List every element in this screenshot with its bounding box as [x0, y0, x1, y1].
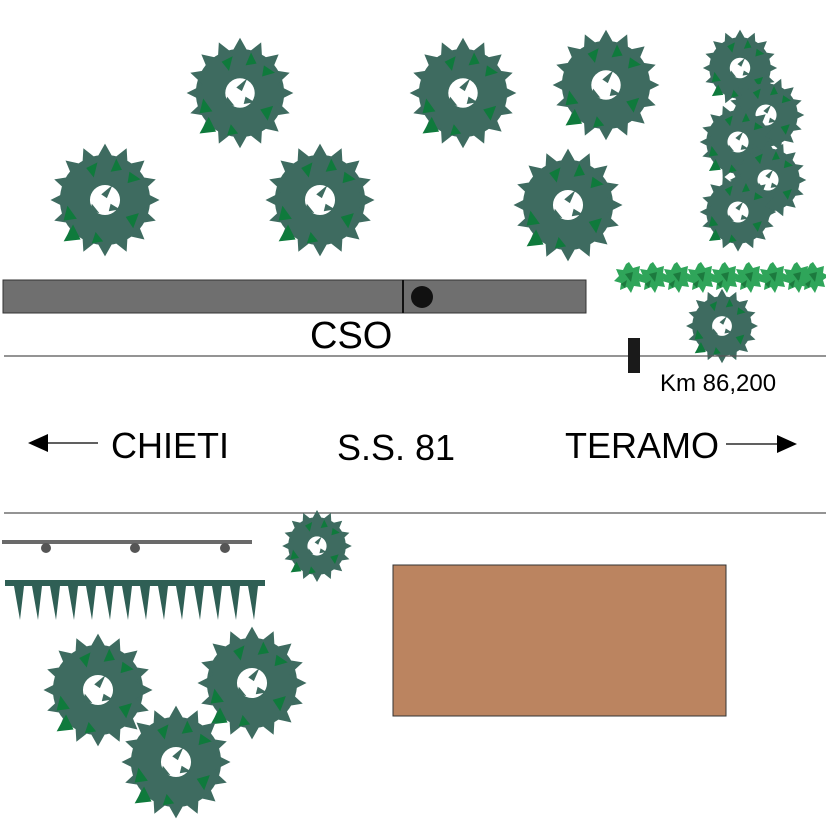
trees-south: [43, 510, 352, 819]
manhole-icon: [411, 286, 433, 308]
east-destination-label: TERAMO: [565, 425, 719, 466]
tree-icon: [50, 143, 160, 257]
tree-icon: [282, 510, 352, 582]
cso-bar: [2, 279, 587, 314]
tree-icon: [43, 633, 153, 747]
tree-icon: [552, 29, 660, 141]
tree-icon: [686, 288, 758, 364]
tree-icon: [513, 148, 623, 262]
spike-fence: [5, 580, 265, 620]
hedge-row: [614, 262, 826, 293]
road-name-label: S.S. 81: [337, 427, 455, 468]
hedge-shrub-icon: [758, 262, 789, 293]
tree-icon: [265, 143, 375, 257]
building: [392, 564, 727, 717]
arrow-right-icon: [726, 435, 797, 453]
arrow-left-icon: [28, 434, 98, 452]
hedge-shrub-icon: [734, 262, 765, 293]
tree-icon: [409, 37, 517, 149]
km-label: Km 86,200: [660, 370, 776, 397]
fence-post-icon: [41, 543, 51, 553]
tree-icon: [197, 626, 307, 740]
hedge-shrub-icon: [662, 262, 693, 293]
hedge-shrub-icon: [686, 262, 717, 293]
hedge-shrub-icon: [638, 262, 669, 293]
kilometer-marker-icon: [628, 338, 640, 373]
fence-post-icon: [130, 543, 140, 553]
hedge-shrub-icon: [798, 262, 826, 293]
west-destination-label: CHIETI: [111, 425, 229, 466]
tree-icon: [186, 37, 294, 149]
fence-rail: [2, 540, 252, 553]
cso-structure: [2, 279, 587, 314]
hedge-shrub-icon: [710, 262, 741, 293]
hedge-shrub-icon: [614, 262, 645, 293]
fence-post-icon: [220, 543, 230, 553]
cso-label: CSO: [310, 315, 392, 357]
trees-north: [50, 29, 807, 262]
